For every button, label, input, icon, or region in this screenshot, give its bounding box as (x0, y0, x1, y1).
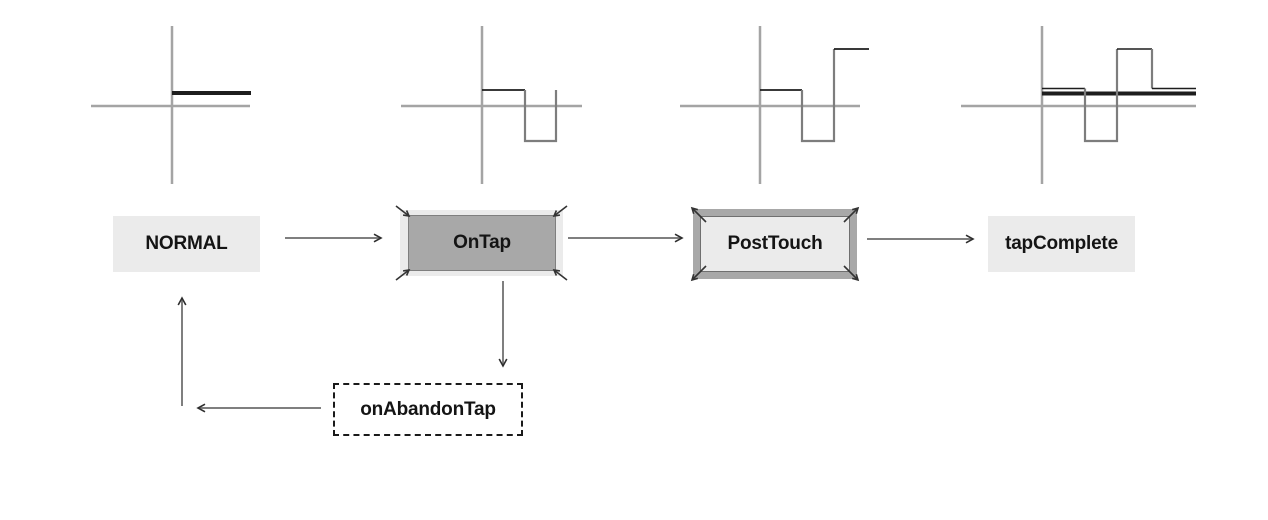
state-node-ontap: OnTap (400, 210, 563, 276)
state-label-ontap: OnTap (453, 232, 511, 253)
edge-corner-to-normal (177, 296, 187, 406)
state-label-normal: NORMAL (145, 233, 228, 254)
edge-ontap-to-posttouch (568, 233, 684, 243)
transition-arrowhead-icon (674, 233, 684, 243)
wave-tapcomplete-low (1083, 49, 1119, 143)
state-node-ontap-inner: OnTap (408, 215, 556, 271)
state-label-posttouch: PostTouch (727, 233, 823, 254)
state-node-posttouch-inner: PostTouch (700, 216, 850, 272)
signal-axes-ontap (401, 26, 582, 184)
edge-ontap-to-onabandontap (498, 281, 508, 368)
transition-arrowhead-icon (965, 234, 975, 244)
signal-axes-tapcomplete (961, 26, 1196, 184)
transition-arrowhead-icon (177, 296, 187, 306)
transition-arrowhead-icon (196, 403, 206, 413)
signal-axes-posttouch (680, 26, 860, 184)
wave-ontap-low (523, 90, 558, 143)
state-label-tapcomplete: tapComplete (1005, 233, 1118, 254)
state-node-onabandontap: onAbandonTap (333, 383, 523, 436)
transition-arrowhead-icon (373, 233, 383, 243)
edge-posttouch-to-tapcomplete (867, 234, 975, 244)
state-node-posttouch: PostTouch (693, 209, 857, 279)
edge-onabandontap-to-corner (196, 403, 321, 413)
wave-posttouch-low (800, 49, 836, 143)
transition-arrowhead-icon (498, 358, 508, 368)
state-label-onabandontap: onAbandonTap (360, 398, 496, 420)
state-node-tapcomplete: tapComplete (988, 216, 1135, 272)
edge-normal-to-ontap (285, 233, 383, 243)
signal-axes-normal (91, 26, 250, 184)
state-node-normal: NORMAL (113, 216, 260, 272)
